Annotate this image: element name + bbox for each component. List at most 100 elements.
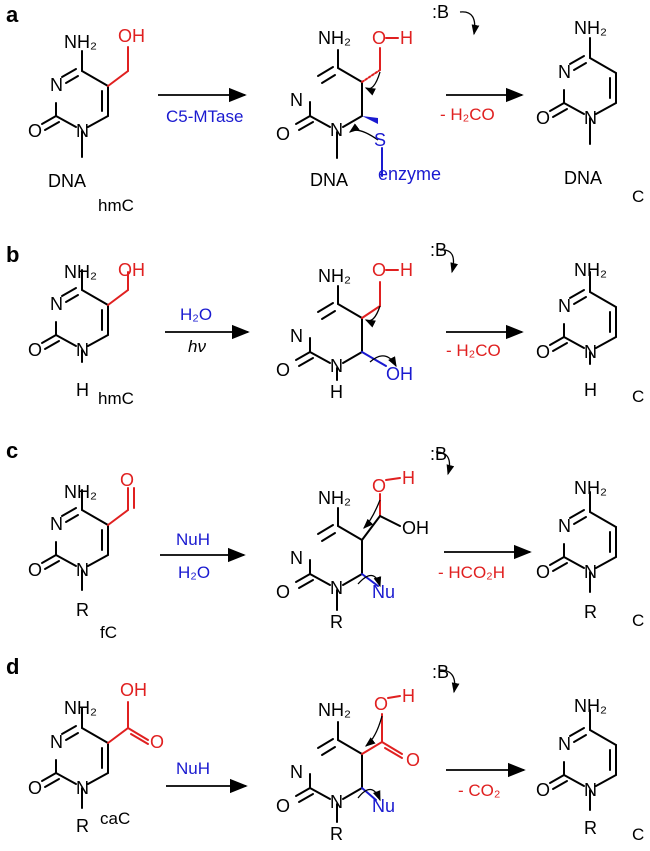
n1-label: N — [330, 356, 343, 376]
n1-label: N — [76, 121, 89, 141]
carbonyl-o-label: O — [276, 124, 290, 144]
n3-label: N — [50, 732, 63, 752]
panel-a: a NH₂ OH N N O DNA hmC C5-MTase — [6, 2, 644, 215]
product-name: C — [632, 187, 644, 206]
intermediate — [295, 249, 458, 381]
dna-label: DNA — [48, 171, 86, 191]
sulfur-label: S — [374, 130, 386, 150]
nucleophile-label: Nu — [372, 796, 395, 816]
base-label: :B — [432, 2, 449, 22]
n1-label: N — [584, 780, 597, 800]
dna-label: DNA — [564, 168, 602, 188]
compound-name: caC — [100, 809, 130, 828]
amine-label: NH₂ — [574, 478, 607, 498]
amine-label: NH₂ — [64, 262, 97, 282]
n3-label: N — [290, 90, 303, 110]
molecule-cac — [41, 701, 149, 809]
carbonyl-o-label: O — [536, 780, 550, 800]
r-label: R — [330, 824, 343, 844]
acid-oxygen-label: O — [150, 732, 164, 752]
amine-label: NH₂ — [318, 28, 351, 48]
n3-label: N — [290, 548, 303, 568]
amine-label: NH₂ — [574, 260, 607, 280]
molecule-hmc — [41, 46, 129, 158]
n3-label: N — [50, 514, 63, 534]
n1-label: N — [584, 562, 597, 582]
compound-name: hmC — [98, 196, 134, 215]
reagent-label-2: hν — [188, 337, 206, 356]
hydrogen-label: H — [402, 468, 415, 488]
hydroxyl-label: OH — [118, 26, 145, 46]
n1-label: N — [584, 108, 597, 128]
byproduct-label: - H₂CO — [446, 341, 501, 360]
carbonyl-o-label: O — [536, 342, 550, 362]
carbonyl-o-label: O — [276, 796, 290, 816]
hydroxyl-label: OH — [118, 260, 145, 280]
intermediate — [295, 451, 455, 611]
n1-label: N — [76, 340, 89, 360]
carbonyl-o-label: O — [120, 470, 134, 490]
oxygen-label: O — [372, 476, 386, 496]
panel-label: c — [6, 438, 18, 463]
r-label: R — [584, 818, 597, 838]
carbonyl-o-label: O — [28, 121, 42, 141]
byproduct-label: - HCO₂H — [438, 563, 505, 582]
molecule-fc — [41, 487, 135, 591]
reagent-label: NuH — [176, 759, 210, 778]
product-name: C — [632, 611, 644, 630]
n3-label: N — [558, 296, 571, 316]
acid-hydroxyl-label: OH — [120, 680, 147, 700]
n1-label: N — [76, 560, 89, 580]
product-c — [549, 491, 617, 593]
amine-label: NH₂ — [64, 482, 97, 502]
product-name: C — [632, 387, 644, 406]
byproduct-label: - H₂CO — [440, 105, 495, 124]
amine-label: NH₂ — [318, 700, 351, 720]
carbonyl-o-label: O — [276, 360, 290, 380]
base-label: :B — [430, 444, 447, 464]
n3-label: N — [558, 62, 571, 82]
amine-label: NH₂ — [318, 488, 351, 508]
nucleophile-label: Nu — [372, 582, 395, 602]
amine-label: NH₂ — [318, 266, 351, 286]
carbonyl-o-label: O — [536, 562, 550, 582]
product-name: C — [632, 825, 644, 844]
carbonyl-o-label: O — [276, 582, 290, 602]
intermediate — [295, 11, 480, 177]
carbonyl-o-label: O — [28, 340, 42, 360]
product-c — [549, 37, 617, 145]
n3-label: N — [290, 326, 303, 346]
dna-label: DNA — [310, 170, 348, 190]
compound-name: hmC — [98, 389, 134, 408]
base-label: :B — [430, 240, 447, 260]
acid-oxygen-label: O — [406, 750, 420, 770]
product-c — [549, 709, 617, 811]
nh-hydrogen-label: H — [76, 380, 89, 400]
amine-label: NH₂ — [574, 18, 607, 38]
oxygen-label: O — [374, 694, 388, 714]
r-label: R — [330, 612, 343, 632]
hydroxyl-label: OH — [386, 364, 413, 384]
r-label: R — [76, 816, 89, 836]
intermediate — [295, 669, 460, 823]
hydrogen-label: H — [400, 28, 413, 48]
panel-b: b NH₂ OH N N O H hmC H₂O hν — [6, 240, 644, 408]
panel-label: b — [6, 242, 19, 267]
enzyme-label: enzyme — [378, 164, 441, 184]
panel-d: d NH₂ OH O N N O R caC NuH — [6, 654, 644, 844]
base-label: :B — [432, 662, 449, 682]
panel-label: d — [6, 654, 19, 679]
oxygen-label: O — [372, 260, 386, 280]
amine-label: NH₂ — [64, 698, 97, 718]
n1-label: N — [584, 342, 597, 362]
n3-label: N — [558, 516, 571, 536]
n1-label: N — [330, 792, 343, 812]
reagent-label: H₂O — [180, 305, 212, 324]
r-label: R — [584, 602, 597, 622]
n1-label: N — [330, 578, 343, 598]
n3-label: N — [50, 294, 63, 314]
molecule-hmc — [41, 269, 129, 363]
n3-label: N — [50, 75, 63, 95]
nh-hydrogen-label: H — [330, 382, 343, 402]
